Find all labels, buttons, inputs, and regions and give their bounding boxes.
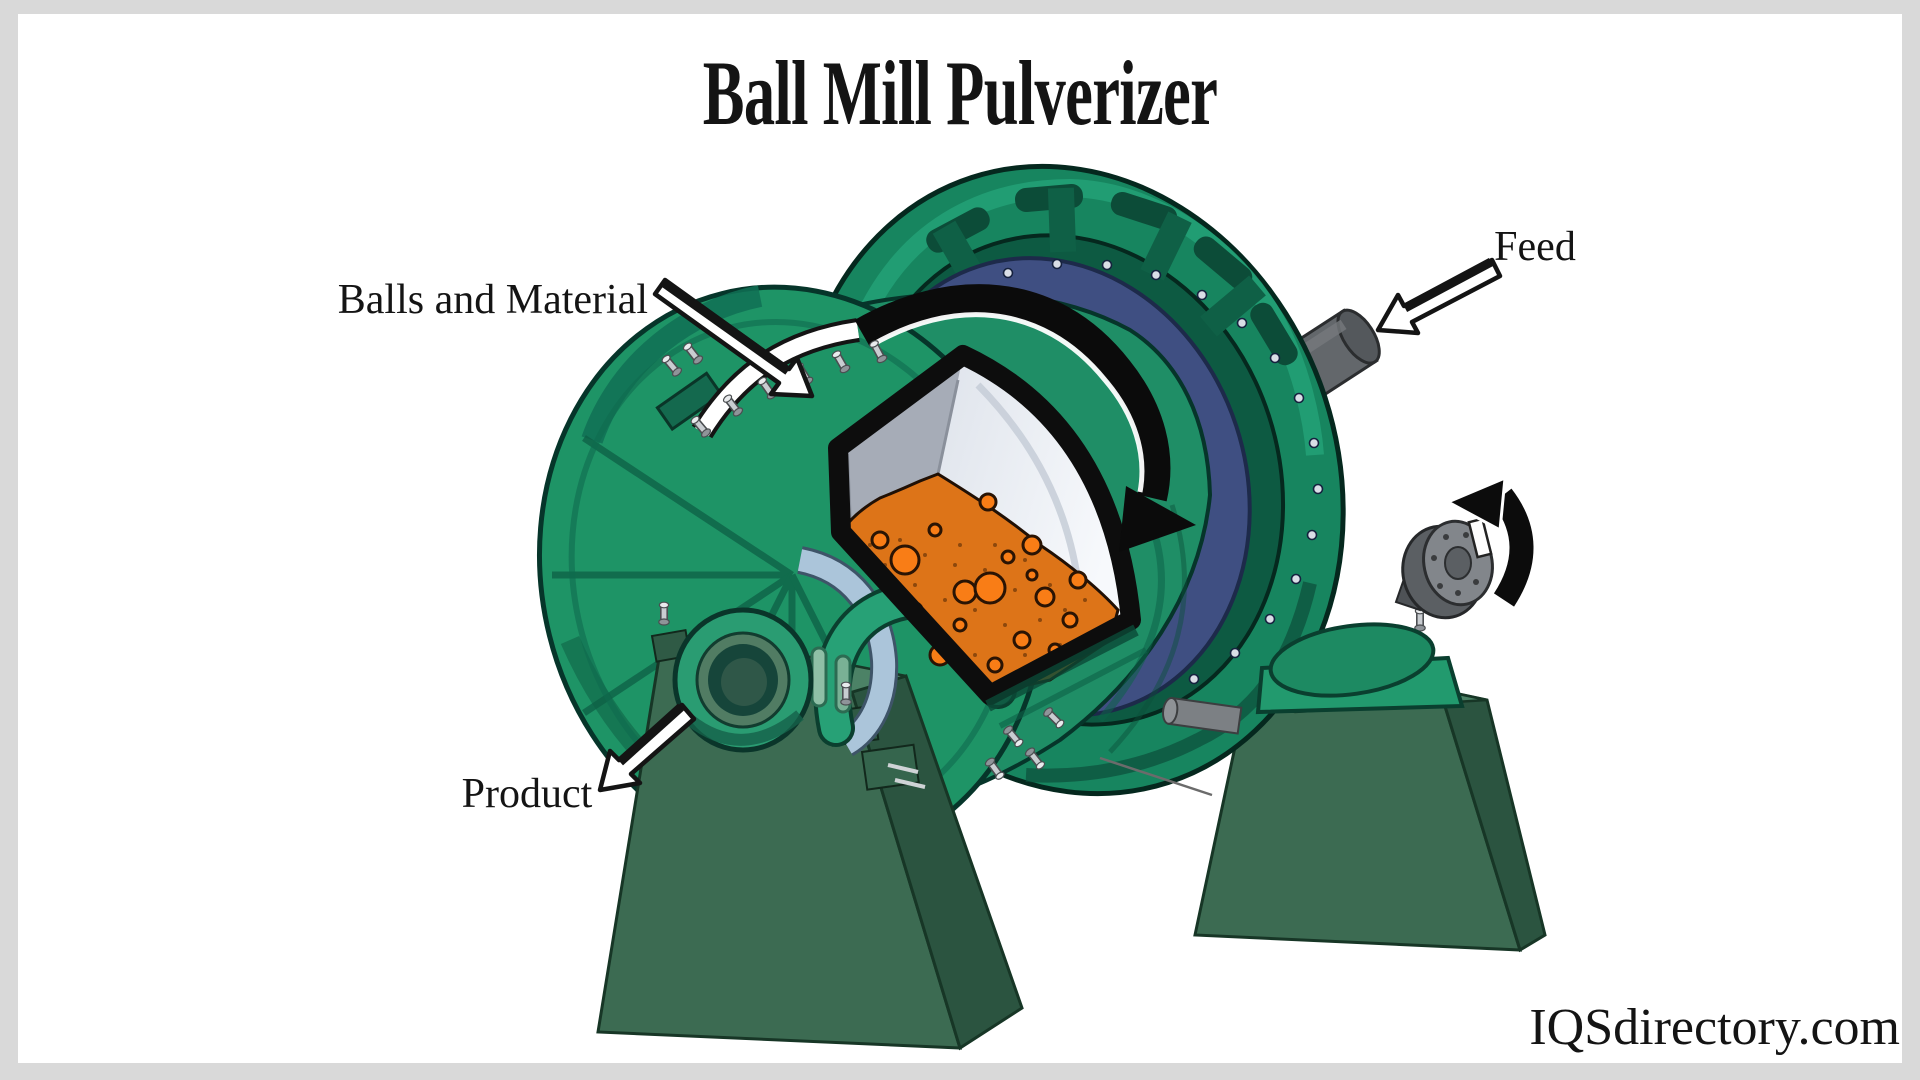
flange-block <box>655 371 724 432</box>
drive-end <box>1162 475 1539 735</box>
page-title: Ball Mill Pulverizer <box>703 43 1217 145</box>
drum-cutaway <box>828 345 1148 729</box>
watermark: IQSdirectory.com <box>1529 999 1900 1056</box>
cut-wall <box>838 355 963 532</box>
product-label: Product <box>462 771 593 817</box>
feed-label: Feed <box>1494 224 1576 270</box>
balls-arrow-icon <box>652 277 815 399</box>
bearing-liner <box>797 549 896 754</box>
callouts: Balls and Material Feed Product <box>338 224 1576 817</box>
support-shaft <box>1162 696 1243 735</box>
balls-and-material-label: Balls and Material <box>338 277 648 323</box>
shaft-rotation-arrow-icon <box>1444 475 1539 610</box>
left-pedestal <box>596 628 1024 1051</box>
machine-illustration <box>536 163 1547 1051</box>
balls-and-material <box>839 472 1120 695</box>
feed-arrow-icon <box>1375 257 1503 336</box>
rotation-arrow-icon <box>691 284 1196 552</box>
cutaway-border <box>828 345 1141 705</box>
product-arrow-icon <box>597 702 697 793</box>
leader-line <box>1099 756 1213 797</box>
